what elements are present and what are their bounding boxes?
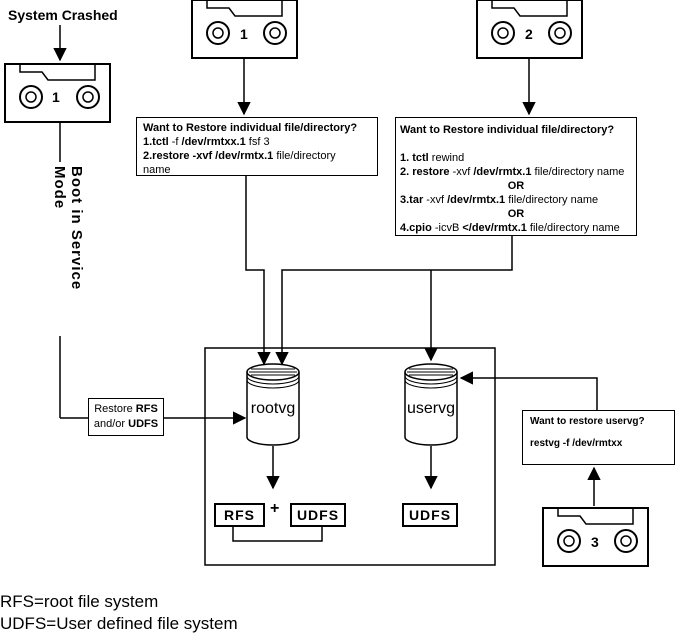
box2-line-4: 4.cpio -icvB </dev/rmtx.1 file/directory… bbox=[400, 222, 620, 234]
tape-drive-top-right bbox=[476, 0, 583, 59]
box2-line-3: 3.tar -xvf /dev/rmtx.1 file/directory na… bbox=[400, 194, 599, 206]
tape-label-left: 1 bbox=[52, 89, 60, 105]
tape-drive-bottom bbox=[542, 507, 649, 567]
restore-instructions-box-1: Want to Restore individual file/director… bbox=[136, 117, 378, 176]
udfs-tag-uservg: UDFS bbox=[402, 503, 458, 527]
box2-title: Want to Restore individual file/director… bbox=[400, 124, 615, 136]
system-crashed-label: System Crashed bbox=[8, 7, 118, 23]
uservg-cylinder bbox=[404, 363, 458, 446]
tape-label-top-mid: 1 bbox=[240, 26, 248, 42]
boot-service-mode-label: Boot in Service Mode bbox=[51, 166, 85, 291]
legend-udfs: UDFS=User defined file system bbox=[0, 614, 238, 633]
restore-udfs-line: and/or UDFS bbox=[93, 418, 159, 430]
rootvg-label: rootvg bbox=[250, 400, 296, 417]
box1-line-3: name bbox=[143, 164, 171, 176]
uservg-label: uservg bbox=[406, 400, 456, 417]
tape-label-top-right: 2 bbox=[525, 26, 533, 42]
plus-sign: + bbox=[270, 500, 280, 517]
rfs-tag: RFS bbox=[214, 503, 265, 527]
tape-drive-left bbox=[4, 63, 111, 123]
uservg-box-command: restvg -f /dev/rmtxx bbox=[530, 438, 623, 449]
box2-or-2: OR bbox=[507, 208, 525, 220]
box1-line-1: 1.tctl -f /dev/rmtxx.1 fsf 3 bbox=[143, 136, 270, 148]
restore-rfs-udfs-box: Restore RFS and/or UDFS bbox=[88, 398, 164, 436]
box1-title: Want to Restore individual file/director… bbox=[143, 122, 358, 134]
volume-group-container bbox=[204, 347, 496, 566]
uservg-box-title: Want to restore uservg? bbox=[530, 416, 645, 427]
box2-line-1: 1. tctl rewind bbox=[400, 152, 465, 164]
box1-line-2: 2.restore -xvf /dev/rmtx.1 file/director… bbox=[143, 150, 336, 162]
restore-instructions-box-2: Want to Restore individual file/director… bbox=[395, 117, 637, 236]
box2-line-2: 2. restore -xvf /dev/rmtx.1 file/directo… bbox=[400, 166, 625, 178]
box2-or-1: OR bbox=[507, 180, 525, 192]
udfs-tag-rootvg: UDFS bbox=[290, 503, 346, 527]
legend-rfs: RFS=root file system bbox=[0, 592, 159, 611]
rootvg-cylinder bbox=[246, 363, 300, 446]
restore-uservg-box: Want to restore uservg? restvg -f /dev/r… bbox=[522, 410, 675, 465]
tape-label-bottom: 3 bbox=[591, 534, 599, 550]
tape-drive-top-mid bbox=[191, 0, 298, 59]
restore-rfs-line: Restore RFS bbox=[94, 403, 158, 415]
